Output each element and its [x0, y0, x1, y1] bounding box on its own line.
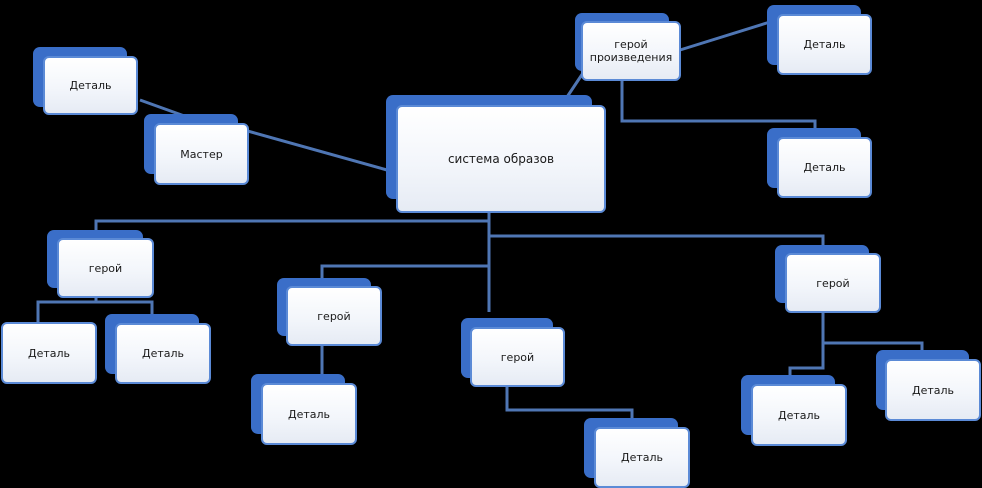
node-detail-h3-label: Деталь	[620, 451, 664, 464]
node-detail-h4-a-label: Деталь	[777, 408, 821, 422]
node-root-label: система образов	[447, 151, 555, 166]
node-detail-hw-2[interactable]: Деталь	[767, 128, 872, 198]
connector-trunk-hero1	[94, 219, 489, 237]
node-detail-h1-a-label: Деталь	[27, 346, 71, 360]
node-detail-h2[interactable]: Деталь	[251, 374, 357, 445]
node-master[interactable]: Мастер	[144, 114, 249, 185]
connector-herowork-detail2	[620, 80, 817, 132]
node-hero-4-label: герой	[816, 276, 850, 290]
node-hero-1-label: герой	[88, 261, 123, 275]
node-detail-h2-label: Деталь	[287, 407, 331, 421]
connector-trunk-hero4	[489, 234, 825, 254]
node-root[interactable]: система образов	[386, 95, 606, 213]
node-detail-hw-1-label: Деталь	[803, 38, 846, 51]
node-detail-h3[interactable]: Деталь	[584, 418, 690, 488]
connector-hero4-details	[788, 311, 825, 376]
node-detail-h1-b-label: Деталь	[141, 347, 185, 360]
node-hero-3-label: герой	[500, 350, 535, 364]
connector-hero4-detail-b	[823, 341, 924, 352]
node-hero-2[interactable]: герой	[277, 278, 382, 346]
node-detail-h1-b[interactable]: Деталь	[105, 314, 211, 384]
node-detail-h4-a[interactable]: Деталь	[741, 375, 847, 446]
connector-root-master	[236, 126, 388, 172]
node-detail-h4-b-label: Деталь	[911, 383, 955, 397]
node-detail-h4-b[interactable]: Деталь	[876, 350, 981, 421]
connector-hero1-details	[36, 296, 98, 322]
node-hero-work[interactable]: герой произведения	[575, 13, 681, 81]
node-detail-hw-1[interactable]: Деталь	[767, 5, 872, 75]
connector-herowork-detail1	[679, 20, 771, 52]
node-detail-h1-a[interactable]: Деталь	[1, 322, 97, 384]
node-hero-1[interactable]: герой	[47, 230, 154, 298]
connector-hero3-detail	[505, 385, 634, 418]
node-hero-2-label: герой	[317, 309, 351, 323]
node-hero-3[interactable]: герой	[461, 318, 565, 387]
node-detail-master-label: Деталь	[69, 79, 112, 92]
node-detail-master[interactable]: Деталь	[33, 47, 138, 115]
node-hero-work-label: герой произведения	[589, 38, 673, 64]
node-detail-hw-2-label: Деталь	[803, 161, 846, 174]
node-master-label: Мастер	[180, 147, 223, 161]
node-hero-4[interactable]: герой	[775, 245, 881, 313]
